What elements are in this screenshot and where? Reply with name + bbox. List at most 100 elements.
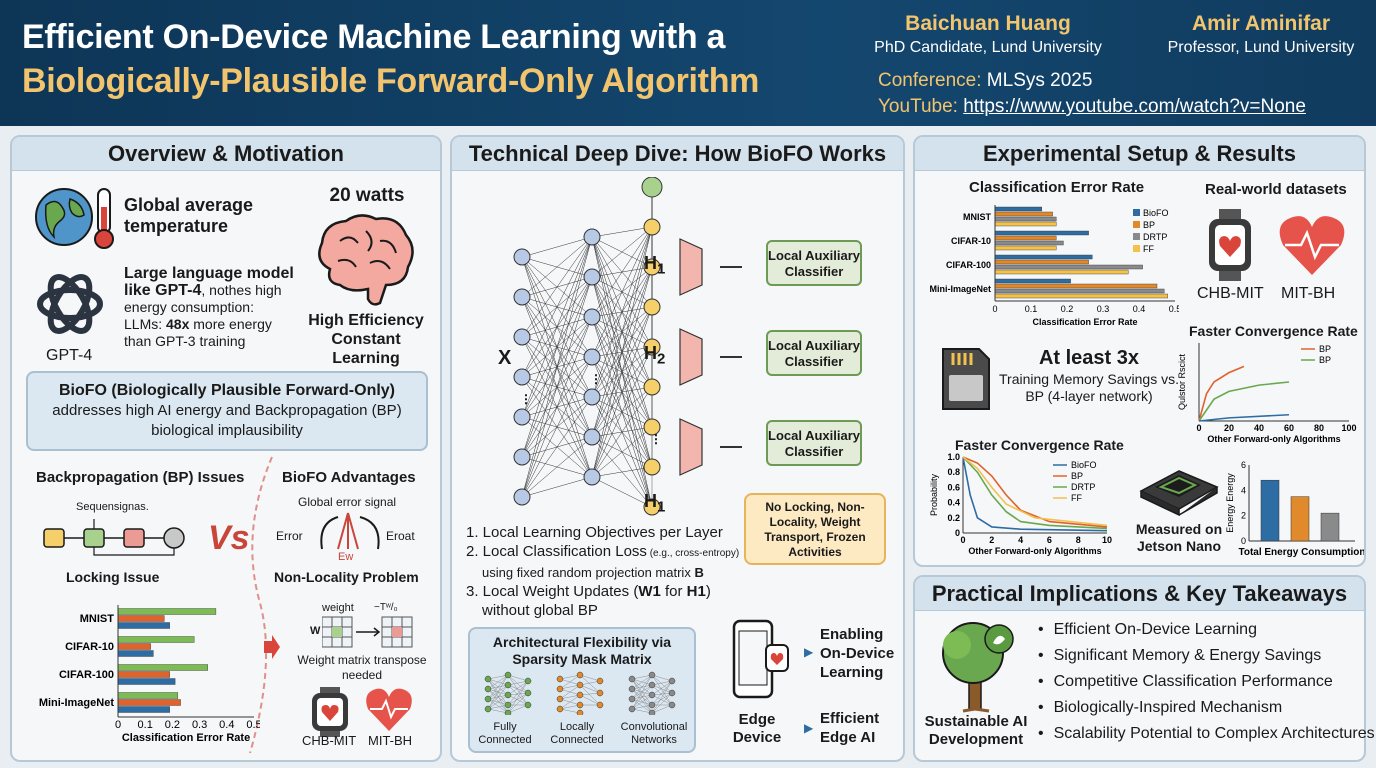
mini-connection xyxy=(487,678,509,714)
legend-swatch xyxy=(1133,221,1140,228)
legend-label: BioFO xyxy=(1143,208,1169,218)
bar xyxy=(1320,512,1340,542)
neuron xyxy=(643,258,661,276)
series-line xyxy=(962,456,1108,532)
connection xyxy=(591,426,653,478)
globe-thermometer-icon xyxy=(35,188,114,249)
legend-label: DRTP xyxy=(1071,482,1095,492)
mini-neuron xyxy=(648,709,656,715)
sequential-label: Sequensignas. xyxy=(76,501,149,513)
neuron xyxy=(643,418,661,436)
neuron xyxy=(643,338,661,356)
output-node xyxy=(641,177,663,198)
mit-label-2: MIT-BH xyxy=(1281,285,1336,302)
mini-connection xyxy=(631,674,653,690)
bar xyxy=(117,699,181,706)
step3b: W1 xyxy=(638,583,661,600)
mini-connection xyxy=(651,680,673,696)
h1-top-sub: 1 xyxy=(657,260,666,278)
llm-line3a: LLMs: xyxy=(124,316,167,332)
youtube-link[interactable]: https://www.youtube.com/watch?v=None xyxy=(963,96,1306,117)
legend-label: FF xyxy=(1071,493,1082,503)
no-locking-box: No Locking, Non-Locality, Weight Transpo… xyxy=(744,493,886,565)
smartwatch-icon-2 xyxy=(1209,209,1251,281)
author1-name: Baichuan Huang xyxy=(905,12,1071,35)
tick-label: 0.3 xyxy=(192,719,207,731)
x-axis-label: Other Forward-only Algorithms xyxy=(1207,434,1340,444)
h1-top-label: H1 xyxy=(644,253,665,278)
mini-connection xyxy=(507,692,529,714)
mini-neuron xyxy=(596,677,604,685)
connection xyxy=(521,396,593,498)
mini-neuron xyxy=(504,691,512,699)
mini-neuron xyxy=(628,675,636,683)
mini-connection xyxy=(507,680,529,696)
gpt-label: GPT-4 xyxy=(46,347,93,364)
connection xyxy=(591,226,653,438)
connection xyxy=(521,356,593,498)
watts-text: 20 watts xyxy=(329,185,405,206)
tick-label: 0.5 xyxy=(246,719,260,731)
h1-bottom: H xyxy=(644,491,657,511)
input-x-label: X xyxy=(498,347,512,369)
mini-connection xyxy=(651,680,673,686)
bar xyxy=(994,283,1158,289)
mini-connection xyxy=(579,674,601,694)
author2: Amir Aminifar Professor, Lund University xyxy=(1150,12,1372,57)
mini-connection xyxy=(487,674,509,680)
title-line1: Efficient On-Device Machine Learning wit… xyxy=(22,18,726,56)
category-label: CIFAR-10 xyxy=(951,236,991,246)
neuron xyxy=(583,228,601,246)
connection xyxy=(521,236,593,458)
biofo-title: BioFO (Biologically Plausible Forward-On… xyxy=(58,382,396,399)
mini-connection xyxy=(559,684,581,690)
h2-sub: 2 xyxy=(657,350,666,368)
category-label: MNIST xyxy=(963,212,992,222)
legend-label: BP xyxy=(1319,355,1331,365)
bar xyxy=(994,278,1071,284)
deepdive-title: Technical Deep Dive: How BioFO Works xyxy=(452,137,903,171)
tick-label: 6 xyxy=(1241,460,1246,470)
conference: Conference: MLSys 2025 xyxy=(878,70,1092,92)
temperature-text: Global average temperature xyxy=(124,195,254,236)
h1-bottom-label: H1 xyxy=(644,491,665,516)
mini-connection xyxy=(507,674,529,694)
mini-connection xyxy=(631,674,653,710)
connection xyxy=(591,476,653,508)
mini-connection xyxy=(579,684,601,694)
mini-connection xyxy=(507,680,529,706)
bar xyxy=(994,216,1057,222)
neuron xyxy=(583,388,601,406)
vs-label: Vs xyxy=(208,519,250,557)
series-line xyxy=(1198,413,1290,422)
heart-icon xyxy=(366,688,412,731)
jetson-board-icon xyxy=(1139,470,1219,517)
neuron xyxy=(643,218,661,236)
bp-issues-title: Backpropagation (BP) Issues xyxy=(36,469,245,486)
legend-label: BP xyxy=(1319,344,1331,354)
mini-neuron xyxy=(668,677,676,685)
connection xyxy=(521,236,593,298)
youtube: YouTube: https://www.youtube.com/watch?v… xyxy=(878,96,1306,118)
mini-connection xyxy=(651,694,673,706)
tick-label: 0.2 xyxy=(1061,304,1074,314)
category-label: Mini-ImageNet xyxy=(39,697,115,709)
aux-projection xyxy=(679,238,703,296)
mini-neuron xyxy=(504,681,512,689)
bar xyxy=(117,615,165,622)
locking-diagram xyxy=(43,519,185,556)
connection xyxy=(521,236,593,338)
tick-label: 0.2 xyxy=(947,513,960,523)
tick-label: 60 xyxy=(1284,423,1294,433)
mini-connection xyxy=(487,674,509,710)
conference-label: Conference: xyxy=(878,70,982,91)
triangle-icon-2: ▶ xyxy=(804,721,814,735)
mini-neuron xyxy=(524,677,532,685)
mini-neuron xyxy=(668,701,676,709)
legend-label: DRTP xyxy=(1143,232,1167,242)
biofo-advantages-title: BioFO Advantages xyxy=(282,469,416,486)
author1-role: PhD Candidate, Lund University xyxy=(874,39,1102,56)
faster-conv-title-2: Faster Convergence Rate xyxy=(955,437,1124,453)
arch-fc: Fully Connected xyxy=(478,721,532,746)
mini-connection xyxy=(631,694,653,710)
